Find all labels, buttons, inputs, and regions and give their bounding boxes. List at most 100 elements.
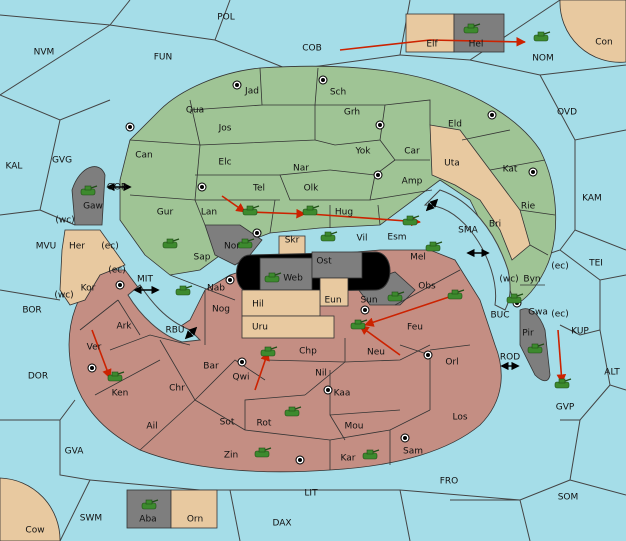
region-Ost[interactable]	[311, 251, 363, 279]
label-Sot: Sot	[220, 418, 235, 428]
label-Mou: Mou	[345, 422, 364, 432]
label-wc3: (wc)	[54, 291, 73, 301]
label-Sun: Sun	[360, 296, 377, 306]
label-FUN: FUN	[154, 53, 173, 63]
army-Mel-unit-icon[interactable]	[425, 241, 443, 252]
label-TEI: TEI	[588, 259, 603, 269]
label-FRO: FRO	[440, 477, 459, 487]
army-Hel-unit-icon[interactable]	[463, 23, 481, 34]
order-arrow	[91, 329, 112, 379]
label-BOR: BOR	[22, 306, 41, 316]
order-arrow	[249, 208, 306, 219]
army-GVP-unit-icon[interactable]	[554, 378, 572, 389]
army-Chp-unit-icon[interactable]	[260, 346, 278, 357]
label-Ark: Ark	[116, 322, 132, 332]
order-arrow	[556, 329, 567, 384]
army-Pir-unit-icon[interactable]	[527, 343, 545, 354]
army-Web-unit-icon[interactable]	[264, 272, 282, 283]
label-Jos: Jos	[218, 124, 232, 134]
label-Orn: Orn	[187, 515, 203, 525]
region-Her-Kor[interactable]	[59, 229, 126, 306]
order-arrow	[309, 213, 421, 227]
label-Zin: Zin	[224, 451, 238, 461]
region-Cow[interactable]	[0, 477, 61, 541]
label-ec3: (ec)	[108, 266, 126, 276]
army-Zin-unit-icon[interactable]	[254, 447, 272, 458]
region-Elf[interactable]	[405, 13, 455, 53]
army-Sap-unit-icon[interactable]	[162, 238, 180, 249]
fleet-Aba-unit-icon[interactable]	[141, 499, 159, 510]
region-RBU-inlet[interactable]	[127, 284, 202, 343]
army-Vil-unit-icon[interactable]	[320, 231, 338, 242]
region-Orn[interactable]	[170, 489, 218, 529]
army-NOM-unit-icon[interactable]	[533, 31, 551, 42]
label-Nog: Nog	[212, 305, 230, 315]
army-Hug-unit-icon[interactable]	[302, 205, 320, 216]
label-Rot: Rot	[257, 419, 272, 429]
label-KUP: KUP	[571, 327, 589, 337]
army-Nor-unit-icon[interactable]	[237, 238, 255, 249]
label-Car: Car	[404, 147, 420, 157]
label-OVD: OVD	[557, 108, 577, 118]
army-Esm-unit-icon[interactable]	[402, 215, 420, 226]
label-Nab: Nab	[207, 284, 225, 294]
label-NVM: NVM	[34, 48, 55, 58]
label-ec1: (ec)	[101, 242, 119, 252]
label-Orl: Orl	[445, 358, 458, 368]
label-RBU: RBU	[165, 326, 184, 336]
label-ROD: ROD	[500, 353, 520, 363]
label-Gaw: Gaw	[83, 202, 103, 212]
label-Ail: Ail	[146, 422, 157, 432]
label-Mel: Mel	[410, 253, 426, 263]
label-NOM: NOM	[532, 54, 554, 64]
label-ALT: ALT	[604, 368, 620, 378]
army-Kar-unit-icon[interactable]	[362, 449, 380, 460]
label-DAX: DAX	[272, 519, 291, 529]
label-Amp: Amp	[402, 177, 423, 187]
army-Nab-unit-icon[interactable]	[175, 285, 193, 296]
region-Eun[interactable]	[319, 277, 349, 307]
army-Feu-unit-icon[interactable]	[350, 319, 368, 330]
label-Kat: Kat	[503, 165, 518, 175]
region-Uta-Bri[interactable]	[429, 124, 531, 261]
army-Rot-unit-icon[interactable]	[284, 406, 302, 417]
label-Con: Con	[595, 38, 613, 48]
region-Con[interactable]	[559, 0, 626, 63]
label-Gwa: Gwa	[528, 308, 548, 318]
label-Byn: Byn	[523, 275, 540, 285]
label-Sch: Sch	[330, 88, 346, 98]
army-Ken-unit-icon[interactable]	[107, 371, 125, 382]
region-Hel[interactable]	[453, 13, 505, 53]
label-GOR: GOR	[107, 183, 127, 193]
label-Esm: Esm	[387, 233, 406, 243]
label-Vil: Vil	[357, 234, 368, 244]
order-arrows	[91, 37, 567, 391]
label-Eld: Eld	[448, 120, 462, 130]
army-Gaw-unit-icon[interactable]	[80, 185, 98, 196]
label-Bar: Bar	[203, 362, 219, 372]
region-Web[interactable]	[259, 257, 313, 291]
label-Kor: Kor	[81, 284, 96, 294]
label-Qwi: Qwi	[233, 373, 250, 383]
army-Sun-unit-icon[interactable]	[387, 291, 405, 302]
label-Chp: Chp	[299, 347, 317, 357]
label-wc2: (wc)	[499, 275, 518, 285]
label-Nor: Nor	[224, 242, 240, 252]
region-Gaw[interactable]	[71, 166, 106, 226]
label-Neu: Neu	[367, 348, 385, 358]
army-Obs-unit-icon[interactable]	[447, 289, 465, 300]
army-Tel-unit-icon[interactable]	[242, 205, 260, 216]
label-Gur: Gur	[157, 208, 174, 218]
label-Uta: Uta	[444, 159, 460, 169]
label-MIT: MIT	[137, 275, 153, 285]
region-Uru[interactable]	[241, 315, 335, 339]
label-GVG: GVG	[52, 156, 72, 166]
label-Can: Can	[135, 151, 153, 161]
label-Los: Los	[452, 413, 467, 423]
army-Byn-unit-icon[interactable]	[506, 293, 524, 304]
label-Elf: Elf	[426, 40, 438, 50]
label-Nil: Nil	[315, 369, 327, 379]
label-Rie: Rie	[521, 202, 536, 212]
